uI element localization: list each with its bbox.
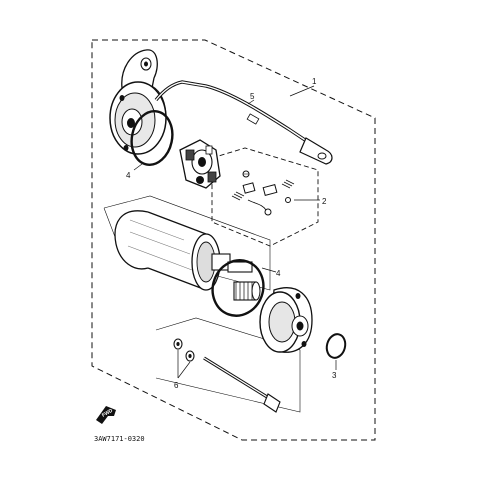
brush-set-boundary <box>211 147 319 247</box>
callout-1: 1 <box>312 77 317 86</box>
callout-4-front: 4 <box>126 171 131 180</box>
callout-4-rear: 4 <box>276 269 281 278</box>
front-cover-bracket <box>109 49 167 155</box>
brush-set <box>231 170 295 216</box>
leader-lines <box>133 85 337 379</box>
bolt-frame <box>155 317 301 413</box>
brush-holder <box>179 139 221 189</box>
o-ring-rear <box>211 259 265 317</box>
pinion-gear <box>233 281 261 301</box>
callout-2: 2 <box>322 197 327 206</box>
armature-yoke <box>114 210 253 291</box>
o-ring-front <box>130 110 174 166</box>
callout-6: 6 <box>174 381 179 390</box>
assembly-boundary <box>91 39 376 441</box>
rear-cover <box>259 287 313 353</box>
svg-text:FWD: FWD <box>101 408 114 419</box>
washer-set <box>173 338 195 362</box>
callout-5: 5 <box>250 92 255 101</box>
callout-3: 3 <box>332 371 337 380</box>
o-ring-small <box>325 333 347 359</box>
through-bolt <box>203 356 281 413</box>
fwd-arrow-icon: FWD <box>96 406 116 424</box>
part-code: 3AW7171-0320 <box>94 435 145 443</box>
starter-lead-cable <box>154 80 333 165</box>
